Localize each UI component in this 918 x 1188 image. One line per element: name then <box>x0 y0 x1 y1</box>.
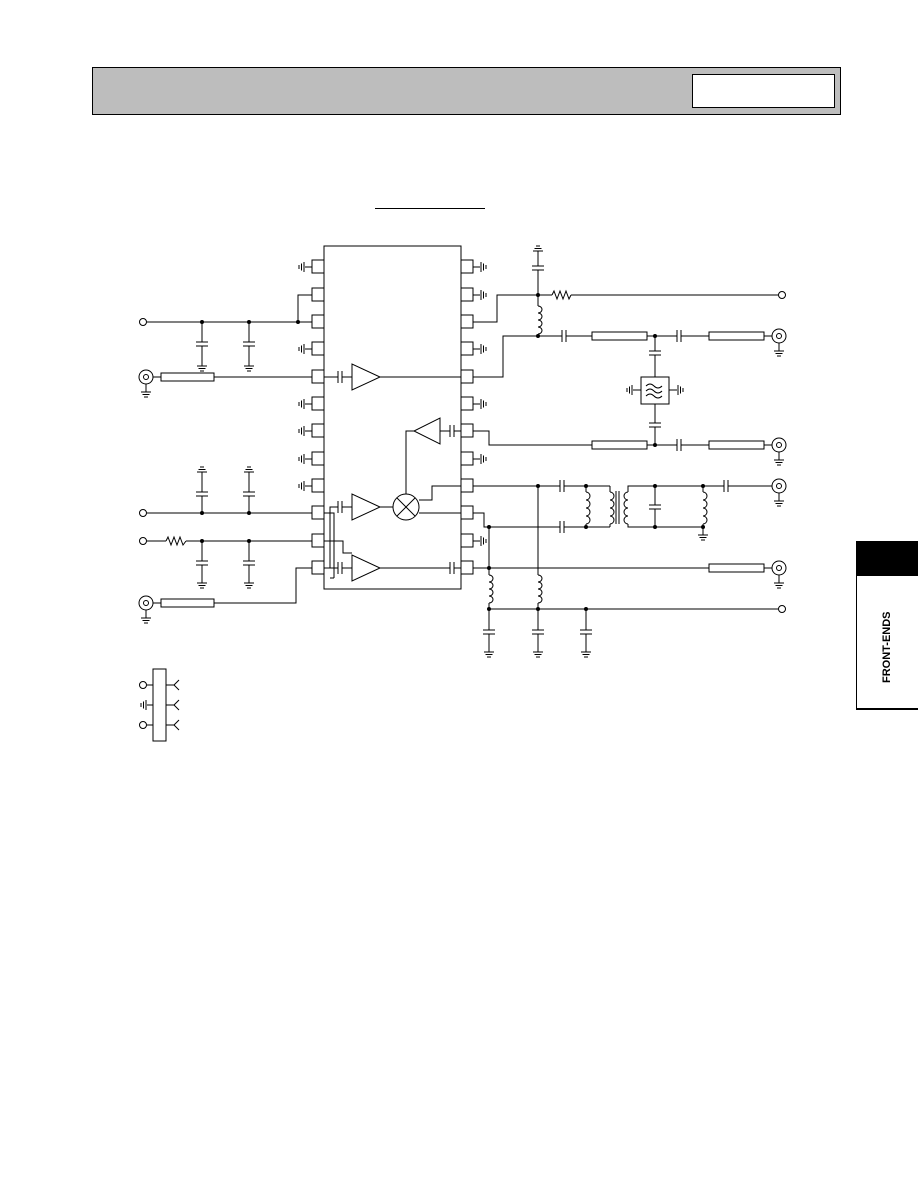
ic-internal-lna <box>324 363 461 391</box>
header-bar <box>92 67 841 115</box>
rf-input-connector <box>138 369 312 398</box>
if-output-transformer <box>473 478 787 541</box>
diagram-title-underline <box>375 208 485 209</box>
pa-output-path <box>473 560 787 589</box>
side-tab-marker <box>856 541 918 576</box>
ic-right-pins <box>460 259 474 575</box>
ic-internal-lo-buffer <box>405 417 461 494</box>
lo-input-connector <box>138 567 312 624</box>
saw-filter <box>626 336 684 447</box>
vcc-input-node <box>139 294 312 372</box>
bias-chokes-and-decoupling <box>482 486 786 658</box>
ic-internal-pa <box>324 512 461 582</box>
left-pin-grounds <box>298 261 312 492</box>
lo-output-path <box>473 430 787 466</box>
ic-internal-mixer <box>392 485 461 521</box>
right-pin-grounds <box>473 261 487 547</box>
ic-left-pins <box>311 259 325 575</box>
control-input-node-1 <box>139 466 312 517</box>
header-part-number-box <box>692 74 835 108</box>
control-input-node-2 <box>139 535 312 589</box>
lna-output-path <box>473 328 787 378</box>
header-connector-symbol <box>139 668 180 742</box>
supply-bias-network <box>473 245 786 338</box>
ic-package <box>323 245 462 590</box>
ic-internal-lo-amp <box>329 493 393 568</box>
side-tab[interactable] <box>856 576 918 710</box>
